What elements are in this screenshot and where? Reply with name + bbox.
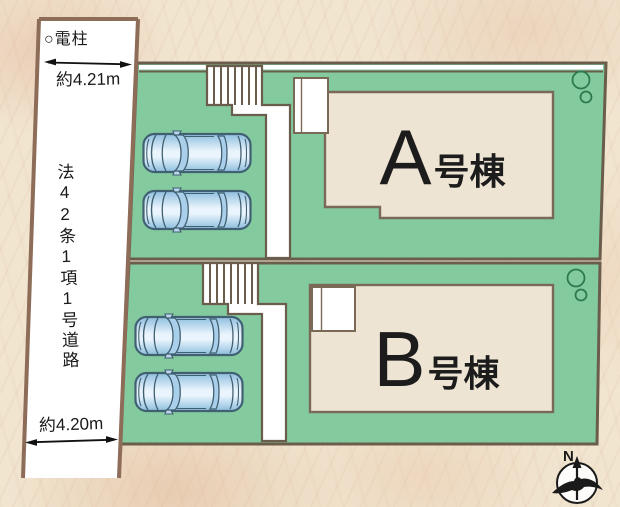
tree-icon <box>566 268 586 288</box>
compass-icon <box>552 456 603 504</box>
car-icon <box>142 129 252 177</box>
building-b-label: B 号棟 <box>320 320 553 400</box>
compass-north-label: N <box>563 448 574 465</box>
road <box>21 17 140 479</box>
utility-pole-label: ○電柱 <box>44 31 89 48</box>
car-icon <box>134 368 244 416</box>
plot-b <box>118 261 602 446</box>
stairs-a-steps <box>213 67 257 105</box>
stairs-walkway-b <box>201 261 288 443</box>
stairs-b-steps <box>209 264 253 304</box>
road-width-bottom-label: 約4.20m <box>38 413 104 436</box>
width-arrow-top <box>44 58 132 68</box>
stairs-walkway-a <box>205 64 292 260</box>
building-a-suffix: 号棟 <box>433 151 506 192</box>
building-a-letter: A <box>379 113 432 201</box>
building-b-letter: B <box>373 315 426 403</box>
building-a-label: A 号棟 <box>330 118 555 198</box>
building-b-suffix: 号棟 <box>427 353 500 394</box>
tree-icon <box>574 288 588 302</box>
entrance-porch-a <box>293 77 329 134</box>
building-a <box>323 90 555 220</box>
car-icon <box>142 186 252 234</box>
plot-a <box>127 61 608 261</box>
road-border <box>21 17 140 479</box>
road-surface <box>23 19 138 478</box>
width-arrow-bottom <box>25 436 118 446</box>
car-icon <box>134 312 244 360</box>
tree-icon <box>579 90 593 104</box>
bird-silhouette-icon <box>552 477 603 494</box>
entrance-porch-b <box>311 286 356 332</box>
road-width-top-label: 約4.21m <box>55 69 121 90</box>
tree-icon <box>571 70 591 90</box>
